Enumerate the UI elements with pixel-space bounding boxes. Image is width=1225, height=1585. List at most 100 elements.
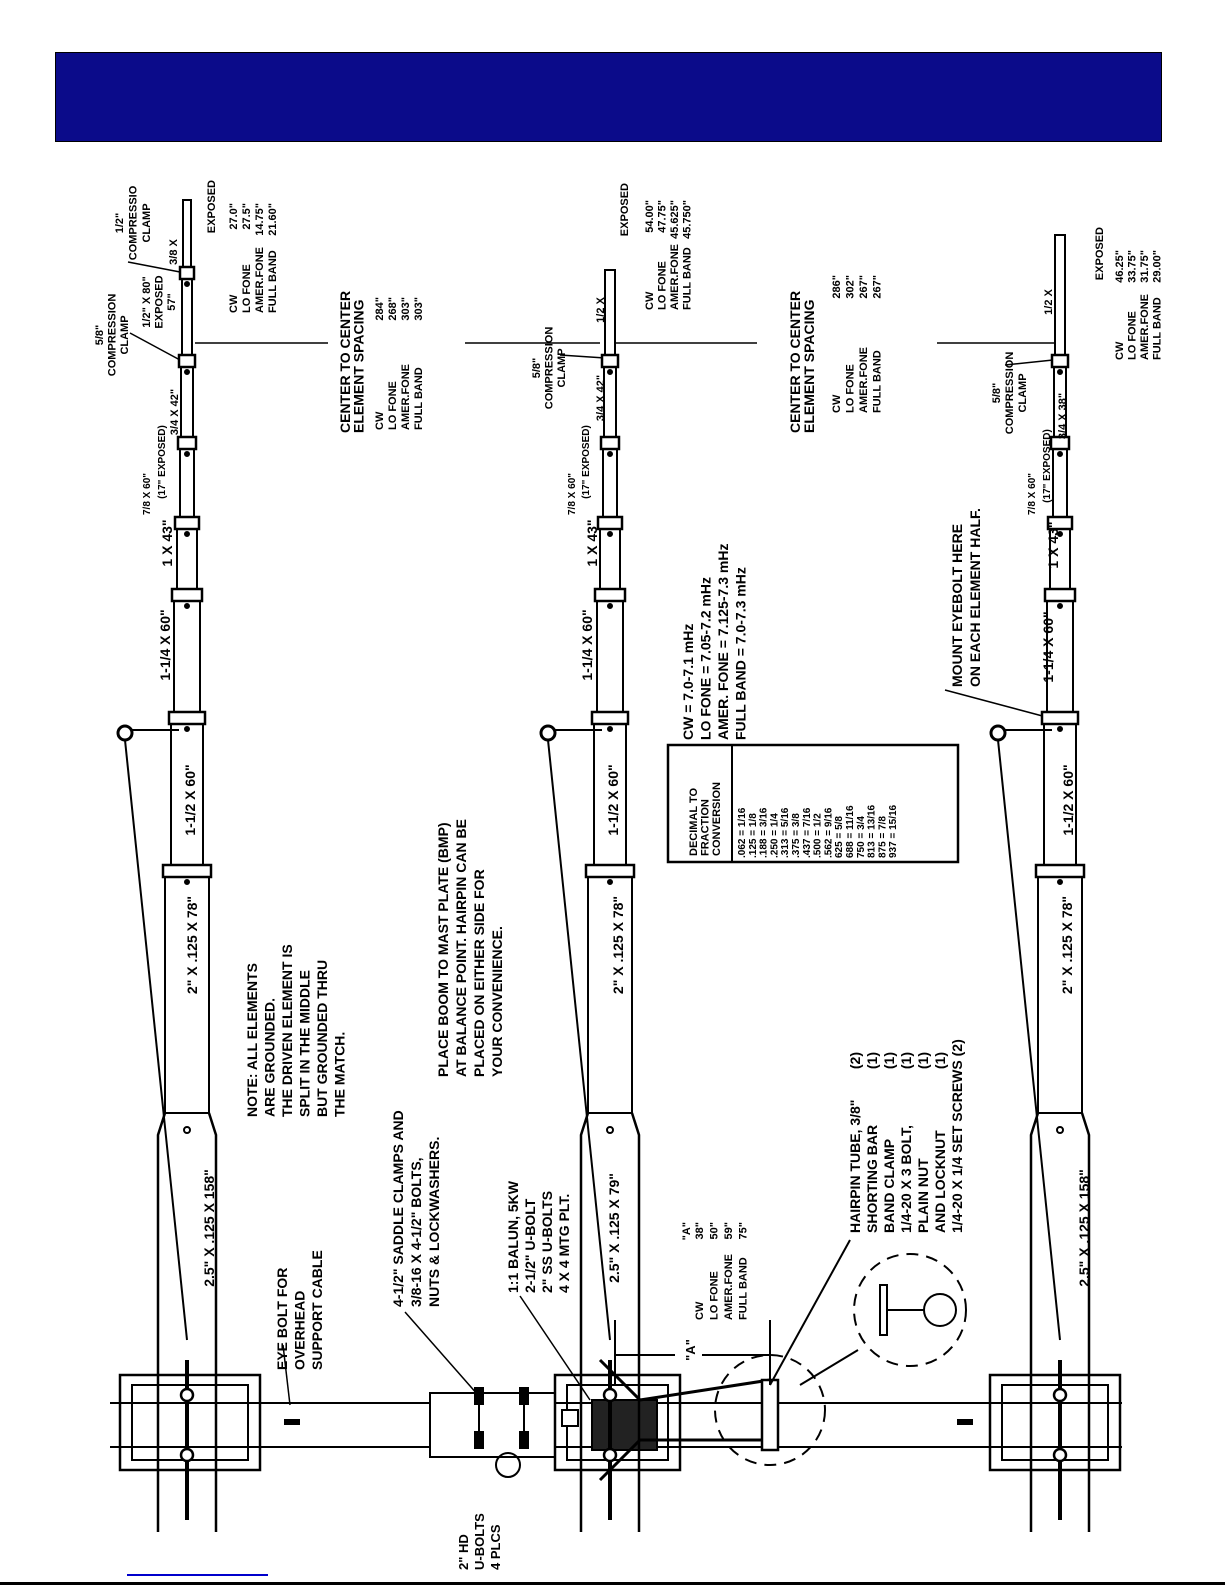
tube-clamp [1034, 863, 1086, 879]
leader-line [127, 261, 181, 273]
exposed-length-band: CW [228, 294, 240, 313]
exposed-length-band: LO FONE [657, 261, 669, 310]
shorting-bar-section [879, 1284, 888, 1336]
tube-section [1037, 867, 1083, 1114]
spacing-value: 303" [413, 297, 425, 321]
notes-grounding-line: THE DRIVEN ELEMENT IS [279, 944, 295, 1117]
conversion-header-line: DECIMAL TO [688, 788, 700, 856]
notes-grounding-line: NOTE: ALL ELEMENTS [244, 963, 260, 1117]
frequencies-line: CW = 7.0-7.1 mHz [680, 624, 696, 740]
spacing-1-title-line: ELEMENT SPACING [351, 299, 367, 433]
right-element-s34: 3/4 X 38" [1057, 393, 1069, 439]
hairpin-part-qty: (1) [915, 1052, 931, 1069]
saddle-clamp-bolt [474, 1431, 484, 1449]
guy-cable [124, 739, 188, 1341]
spacing-2-title-line: ELEMENT SPACING [801, 299, 817, 433]
tube-section [599, 519, 621, 593]
spacing-value: 303" [400, 297, 412, 321]
hairpin-part-item: 1/4-20 X 3 BOLT, [898, 1125, 914, 1233]
left-element-s112: 1-1/2 X 60" [182, 764, 198, 835]
leader-line [282, 1344, 291, 1406]
tube-clamp [1049, 435, 1071, 451]
eyelet [1052, 1387, 1068, 1403]
exposed-length-band: FULL BAND [267, 250, 279, 313]
exposed-length-value: 33.75" [1127, 250, 1139, 283]
conversion-table-box [666, 743, 960, 864]
eyelet [602, 1447, 618, 1463]
balun-body [591, 1399, 658, 1451]
left-element-s34: 3/4 X 42" [169, 389, 181, 435]
right-element-s78-exposed: (17" EXPOSED) [1042, 429, 1053, 503]
right-element-mount-note-line: ON EACH ELEMENT HALF. [967, 508, 983, 687]
exposed-length-band: LO FONE [1127, 311, 1139, 360]
notes-saddle-line: 4-1/2" SADDLE CLAMPS AND [390, 1110, 406, 1307]
center-element-s114: 1-1/4 X 60" [579, 609, 595, 680]
dimension-a-band: LO FONE [709, 1271, 721, 1320]
right-element-clamp-line: COMPRESSION [1004, 352, 1016, 435]
frequencies-line: AMER. FONE = 7.125-7.3 mHz [715, 544, 731, 740]
tube-clamp [1050, 353, 1070, 369]
hairpin-part-qty: (1) [864, 1052, 880, 1069]
tube-clamp [173, 515, 201, 531]
notes-saddle-line: NUTS & LOCKWASHERS. [426, 1137, 442, 1307]
bolt-hole [607, 531, 613, 537]
dimension-a-value: 59" [723, 1222, 735, 1239]
exposed-length-value: 21.60" [267, 203, 279, 236]
notes-u-bolts-line: 2" HD [456, 1534, 471, 1570]
hairpin-part-qty: (2) [847, 1052, 863, 1069]
tube-clamp [584, 863, 636, 879]
tube-section [593, 714, 627, 869]
bolt-hole [184, 879, 190, 885]
tube-section [164, 867, 210, 1114]
spacing-band: AMER.FONE [858, 347, 870, 413]
leader-line [404, 1311, 479, 1396]
detail-leader [799, 1349, 859, 1386]
header-banner [55, 52, 1162, 142]
spacing-value: 267" [858, 275, 870, 299]
notes-balun-line: 1:1 BALUN, 5KW [505, 1180, 521, 1293]
eyelet [1052, 1447, 1068, 1463]
tube-section [182, 199, 192, 271]
center-element-s112: 1-1/2 X 60" [605, 764, 621, 835]
notes-grounding-line: ARE GROUNDED. [262, 998, 278, 1117]
bolt-hole [607, 451, 613, 457]
center-element-s25: 2.5" X .125 X 79" [606, 1173, 622, 1283]
center-element-clamp-line: CLAMP [556, 348, 568, 387]
bolt-hole [1057, 879, 1063, 885]
right-element-clamp-line: CLAMP [1017, 373, 1029, 412]
dimension-a-band: FULL BAND [738, 1257, 750, 1320]
left-element-s78-exposed: (17" EXPOSED) [157, 425, 168, 499]
spacing-1-title-line: CENTER TO CENTER [337, 291, 353, 433]
exposed-length-value: 27.0" [228, 203, 240, 230]
left-element-s1: 1 X 43" [159, 519, 175, 566]
tube-clamp [161, 863, 213, 879]
conversion-entries-line: .562 = 9/16 [823, 807, 834, 858]
bolt-hole [1057, 726, 1063, 732]
bolt-hole [184, 451, 190, 457]
hairpin-part-item: AND LOCKNUT [932, 1130, 948, 1233]
right-element-s25: 2.5" X .125 X 158" [1076, 1169, 1092, 1287]
exposed-length-value: 31.75" [1139, 250, 1151, 283]
notes-grounding-line: THE MATCH. [332, 1032, 348, 1117]
tube-section [1054, 234, 1066, 359]
spacing-band: AMER.FONE [400, 364, 412, 430]
hairpin-detail-circle [714, 1354, 826, 1466]
bolt-hole [1057, 531, 1063, 537]
conversion-entries-line: .500 = 1/2 [813, 813, 824, 858]
exposed-length-band: AMER.FONE [1139, 294, 1151, 360]
dimension-a-value: 50" [709, 1222, 721, 1239]
exposed-length-band: LO FONE [241, 264, 253, 313]
tube-clamp [167, 710, 207, 726]
hyperlink-underline[interactable] [127, 1574, 268, 1576]
right-element-s78: 7/8 X 60" [1027, 473, 1038, 515]
dimension-a-band: CW [694, 1301, 706, 1320]
right-element-s1: 1 X 43" [1045, 521, 1061, 568]
eyebolt-icon [116, 724, 134, 742]
tube-clamp [599, 435, 621, 451]
left-element-tip-clamp-line: CLAMP [141, 203, 153, 242]
notes-balun-line: 2" SS U-BOLTS [539, 1191, 555, 1293]
right-element-mount-note-line: MOUNT EYEBOLT HERE [949, 524, 965, 687]
dimension-a-band: AMER.FONE [723, 1254, 735, 1320]
center-element-s34: 3/4 X 42" [595, 375, 607, 421]
